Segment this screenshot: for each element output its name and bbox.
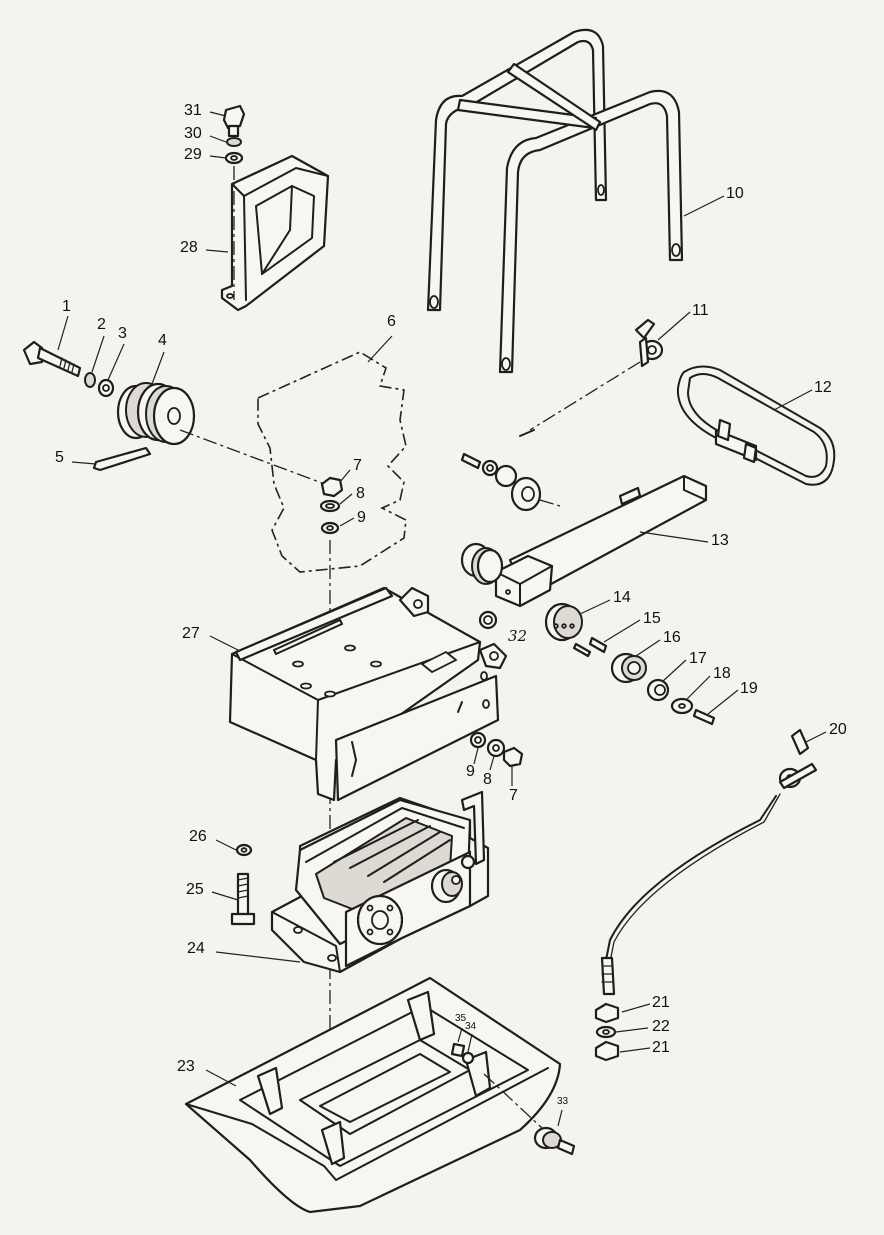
handle-mount-bolts	[460, 452, 561, 512]
callout-3: 3	[118, 325, 127, 342]
engine-outline	[257, 351, 407, 573]
handle-arm	[460, 474, 708, 608]
callout-33: 33	[557, 1096, 569, 1107]
lower-nut-washer-set	[469, 731, 524, 768]
callout-35: 35	[455, 1013, 467, 1024]
callout-30: 30	[184, 125, 202, 142]
pulley-assembly	[22, 340, 331, 487]
callout-8: 8	[483, 771, 492, 788]
callout-7: 7	[509, 787, 518, 804]
handle-frame	[426, 28, 684, 374]
exciter-bolt	[230, 843, 256, 926]
callout-8: 8	[356, 485, 365, 502]
callout-23: 23	[177, 1058, 195, 1075]
callout-7: 7	[353, 457, 362, 474]
exciter	[270, 790, 490, 974]
callout-34: 34	[465, 1021, 477, 1032]
callout-24: 24	[187, 940, 205, 957]
callout-11: 11	[692, 302, 709, 319]
callout-25: 25	[186, 881, 204, 898]
callout-10: 10	[726, 185, 744, 202]
callout-9: 9	[466, 763, 475, 780]
callout-13: 13	[711, 532, 729, 549]
callout-19: 19	[740, 680, 758, 697]
base-plate	[184, 976, 562, 1214]
callout-32-handwritten: 32	[508, 627, 528, 645]
belt-guard	[220, 154, 330, 312]
callout-2: 2	[97, 316, 106, 333]
callout-16: 16	[663, 629, 681, 646]
callout-1: 1	[62, 298, 71, 315]
callout-4: 4	[158, 332, 167, 349]
leader-lines	[57, 111, 827, 1127]
grease-fittings	[450, 1042, 475, 1065]
callout-22: 22	[652, 1018, 670, 1035]
loop-cable	[676, 365, 836, 486]
callout-18: 18	[713, 665, 731, 682]
callout-17: 17	[689, 650, 707, 667]
callout-27: 27	[182, 625, 200, 642]
callout-21: 21	[652, 994, 670, 1011]
callout-29: 29	[184, 146, 202, 163]
shock-mount	[483, 1073, 576, 1156]
rubber-mount-14	[478, 602, 583, 642]
pivot-fasteners	[572, 636, 716, 726]
callout-5: 5	[55, 449, 64, 466]
callout-9: 9	[357, 509, 366, 526]
throttle-lever	[519, 318, 664, 437]
engine-plate	[228, 586, 508, 802]
callout-14: 14	[613, 589, 631, 606]
callout-21: 21	[652, 1039, 670, 1056]
callout-6: 6	[387, 313, 396, 330]
callout-12: 12	[814, 379, 832, 396]
callout-28: 28	[180, 239, 198, 256]
guard-bolt	[222, 104, 246, 300]
callout-31: 31	[184, 102, 202, 119]
throttle-cable	[594, 728, 818, 1062]
callout-26: 26	[189, 828, 207, 845]
callout-15: 15	[643, 610, 661, 627]
callout-20: 20	[829, 721, 847, 738]
